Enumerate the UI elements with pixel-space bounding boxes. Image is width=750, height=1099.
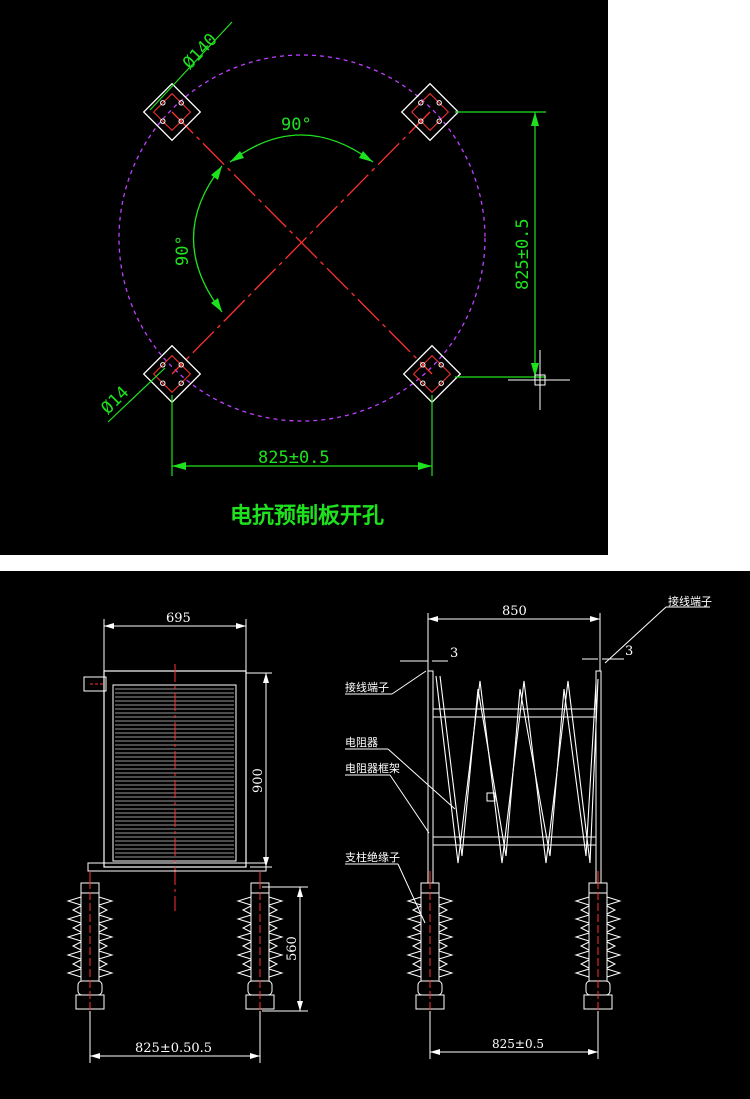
- bottom-drawing-canvas: 695 900 560 825±0.50.5: [66, 594, 712, 1063]
- angle-arc-top: [229, 134, 374, 163]
- mounting-pad-bl: [142, 344, 202, 404]
- right-dim-base-label: 825±0.5: [492, 1037, 544, 1051]
- label-terminal-top: 接线端子: [668, 594, 712, 608]
- right-dim-width-label: 850: [502, 604, 527, 619]
- terminal-tab: [83, 676, 107, 692]
- dim-hole-large: Ø140: [179, 30, 222, 74]
- dimension-horizontal: [171, 395, 433, 476]
- resistor-element: [435, 675, 599, 864]
- dim-hole-small: Ø14: [97, 383, 133, 419]
- label-terminal-left: 接线端子: [345, 680, 389, 694]
- bolt-circle: [118, 54, 486, 422]
- right-dim-width: [427, 613, 601, 671]
- insulator-left-1: [66, 881, 114, 1011]
- left-dim-base-label: 825±0.50.5: [135, 1041, 212, 1056]
- right-dim-base: [429, 1011, 599, 1059]
- angle-top-label: 90°: [281, 115, 312, 135]
- dim-vertical-label: 825±0.5: [513, 218, 533, 290]
- left-dim-insulator-label: 560: [285, 936, 300, 961]
- insulator-right-1: [406, 881, 454, 1011]
- dimension-vertical: [455, 111, 546, 378]
- mounting-pad-br: [402, 344, 462, 404]
- label-resistor: 电阻器: [345, 736, 378, 749]
- left-dim-height-label: 900: [251, 768, 266, 793]
- centerlines: [171, 111, 433, 375]
- label-insulator: 支柱绝缘子: [345, 850, 400, 864]
- insulator-right-2: [574, 881, 622, 1011]
- left-dim-height: [246, 672, 272, 868]
- top-drawing-canvas: Ø140 Ø14 90° 90° 825±0.5 825±0.5 电抗预制板开孔: [97, 21, 570, 529]
- gap-right-label: 3: [625, 644, 633, 659]
- cursor-box: [486, 792, 496, 802]
- cad-cursor: [508, 350, 570, 410]
- left-dim-base: [89, 1011, 261, 1063]
- gap-left-label: 3: [450, 646, 458, 661]
- dim-horizontal-label: 825±0.5: [258, 448, 330, 468]
- insulator-left-2: [236, 881, 284, 1011]
- leader-hole-large: [149, 21, 233, 111]
- drawing-caption: 电抗预制板开孔: [230, 503, 384, 529]
- left-dim-width-label: 695: [166, 611, 191, 626]
- leader-hole-small: [107, 367, 166, 423]
- mounting-pad-tl: [142, 82, 202, 142]
- bottom-drawing-panel: 695 900 560 825±0.50.5: [0, 571, 750, 1099]
- angle-left-label: 90°: [173, 235, 193, 266]
- left-dim-width: [103, 619, 247, 671]
- top-drawing-panel: Ø140 Ø14 90° 90° 825±0.5 825±0.5 电抗预制板开孔: [0, 0, 608, 555]
- label-resistor-frame: 电阻器框架: [345, 762, 400, 775]
- left-dim-insulator: [262, 886, 308, 1012]
- angle-arc-left: [192, 165, 223, 313]
- mounting-pad-tr: [400, 82, 460, 142]
